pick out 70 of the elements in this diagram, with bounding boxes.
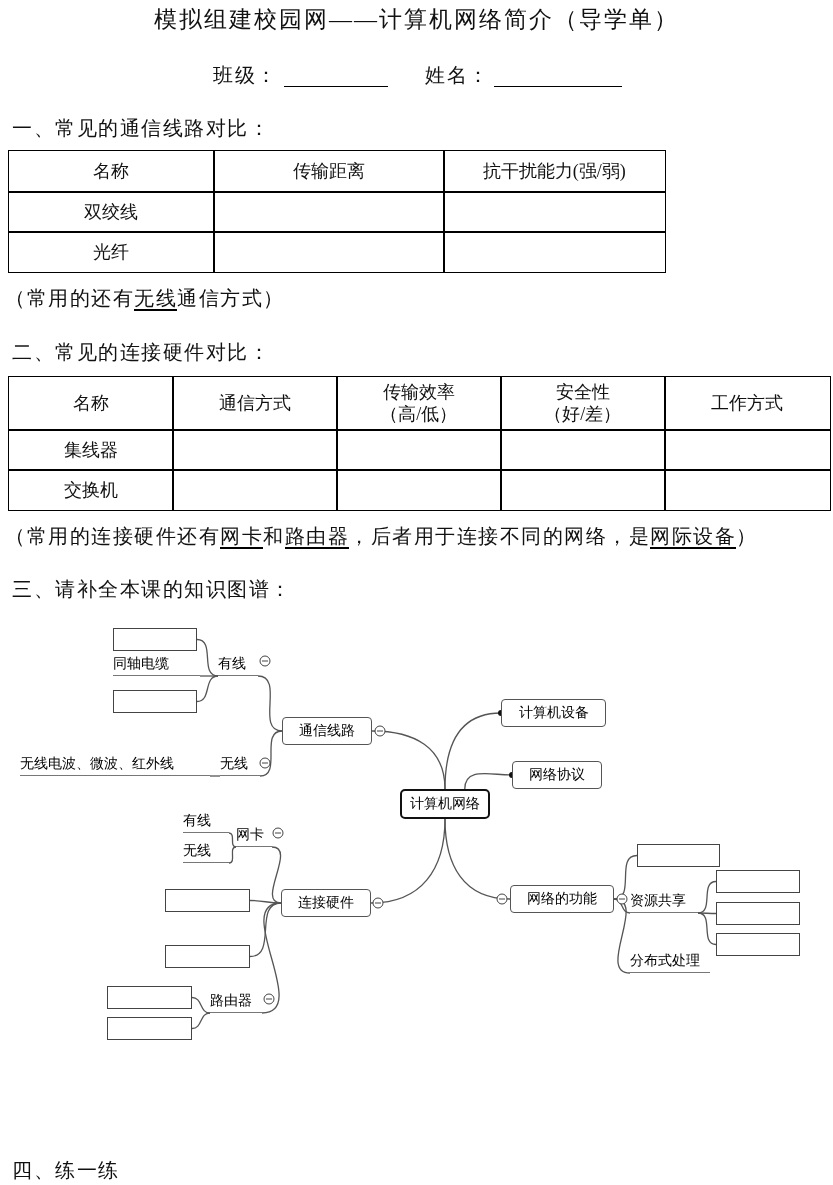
- answer-box: [716, 933, 800, 956]
- connector: [697, 912, 717, 915]
- answer-text: 网际设备: [650, 525, 736, 549]
- table-cell: 传输效率（高/低）: [336, 376, 502, 431]
- section-heading: 一、常见的通信线路对比：: [12, 116, 270, 140]
- note-text: （常用的连接硬件还有: [5, 525, 220, 547]
- table-cell: 通信方式: [172, 376, 338, 431]
- connector: [271, 846, 282, 904]
- connector: [613, 898, 631, 974]
- connector: [228, 832, 237, 848]
- branch-label: 无线电波、微波、红外线: [20, 751, 210, 776]
- table-cell: 安全性（好/差）: [500, 376, 666, 431]
- connector: [697, 912, 717, 946]
- note-text: 通信方式）: [177, 287, 285, 309]
- connector: [199, 675, 219, 677]
- note-text: 和: [263, 525, 285, 547]
- answer-box: [113, 690, 197, 713]
- table-cell: 工作方式: [664, 376, 831, 431]
- connector: [228, 846, 237, 864]
- topic-box: 通信线路: [282, 717, 372, 745]
- answer-box: [716, 902, 800, 925]
- table-cell: 名称: [8, 150, 215, 193]
- branch-label: 分布式处理: [630, 948, 710, 973]
- answer-box: [107, 1017, 192, 1040]
- topic-box: 网络的功能: [510, 885, 614, 913]
- table-cell: 交换机: [8, 469, 174, 511]
- note-text: ）: [736, 525, 758, 547]
- branch-label: 无线: [183, 838, 229, 863]
- branch-label: 有线: [218, 650, 258, 676]
- field-label: 班级：: [213, 63, 278, 87]
- table-cell: 双绞线: [8, 191, 215, 233]
- branch-label: 无线: [220, 751, 260, 776]
- answer-box: [113, 628, 197, 651]
- branch-label: 网卡: [236, 822, 272, 847]
- connector: [191, 996, 211, 1014]
- table-cell: 集线器: [8, 429, 174, 471]
- table-cell: 传输距离: [213, 150, 445, 193]
- answer-box: [107, 986, 192, 1009]
- note-text: （常用的还有: [5, 287, 134, 309]
- section-heading: 三、请补全本课的知识图谱：: [12, 577, 292, 601]
- topic-box: 连接硬件: [281, 889, 371, 917]
- field-label: 姓名：: [425, 63, 490, 87]
- answer-box: [716, 870, 800, 893]
- connector: [257, 675, 283, 732]
- branch-label: 有线: [183, 808, 229, 833]
- connector: [209, 775, 221, 777]
- answer-text: 路由器: [284, 525, 349, 549]
- connector: [259, 730, 283, 777]
- connector: [191, 1012, 211, 1030]
- answer-box: [637, 844, 720, 867]
- title: 模拟组建校园网——计算机网络简介（导学单）: [153, 8, 680, 34]
- answer-box: [165, 945, 250, 968]
- table-cell: 光纤: [8, 231, 215, 273]
- branch-label: 路由器: [210, 988, 262, 1013]
- answer-box: [165, 889, 250, 912]
- table-cell: 抗干扰能力(强/弱): [443, 150, 666, 193]
- section-heading: 四、练一练: [12, 1158, 120, 1182]
- branch-label: 资源共享: [630, 888, 698, 913]
- section-heading: 二、常见的连接硬件对比：: [12, 340, 270, 364]
- connector: [261, 902, 282, 1014]
- note-text: ，后者用于连接不同的网络，是: [349, 525, 650, 547]
- answer-text: 网卡: [220, 525, 263, 549]
- topic-box: 网络协议: [512, 761, 602, 789]
- topic-box: 计算机设备: [501, 699, 606, 727]
- table-cell: 名称: [8, 376, 174, 431]
- answer-text: 无线: [134, 287, 177, 311]
- connector: [196, 675, 219, 703]
- branch-label: 同轴电缆: [113, 650, 200, 676]
- central-topic-box: 计算机网络: [400, 789, 490, 819]
- connector: [444, 818, 511, 900]
